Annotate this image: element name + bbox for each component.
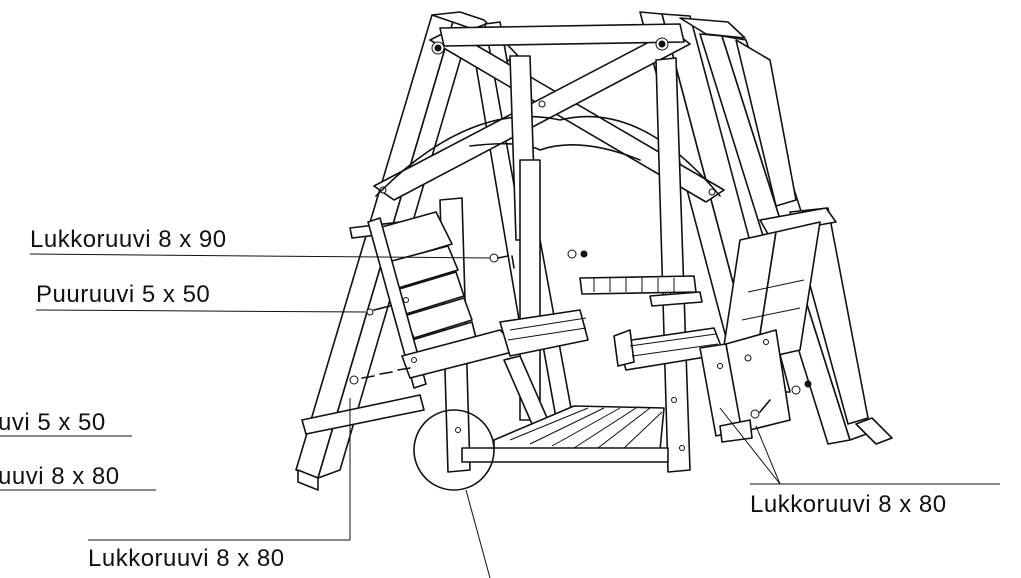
label-lukkoruuvi-8x90: Lukkoruuvi 8 x 90 [30, 226, 227, 253]
hardware-symbols [349, 249, 812, 419]
label-lukkoruuvi-8x80-bottom: Lukkoruuvi 8 x 80 [88, 545, 285, 572]
leader-lines [0, 253, 1000, 578]
label-lukkoruuvi-8x80-cropped: uuvi 8 x 80 [0, 463, 120, 490]
label-puuruuvi-5x50-cropped: uvi 5 x 50 [0, 409, 106, 436]
right-bench [613, 207, 837, 443]
label-puuruuvi-5x50: Puuruuvi 5 x 50 [36, 281, 210, 308]
center-table [579, 275, 703, 307]
label-lukkoruuvi-8x80-right: Lukkoruuvi 8 x 80 [750, 491, 947, 518]
floor-platform [461, 405, 669, 463]
detail-circle [413, 409, 495, 491]
left-bench-back [367, 211, 589, 425]
swing-frame-drawing [0, 11, 1000, 578]
